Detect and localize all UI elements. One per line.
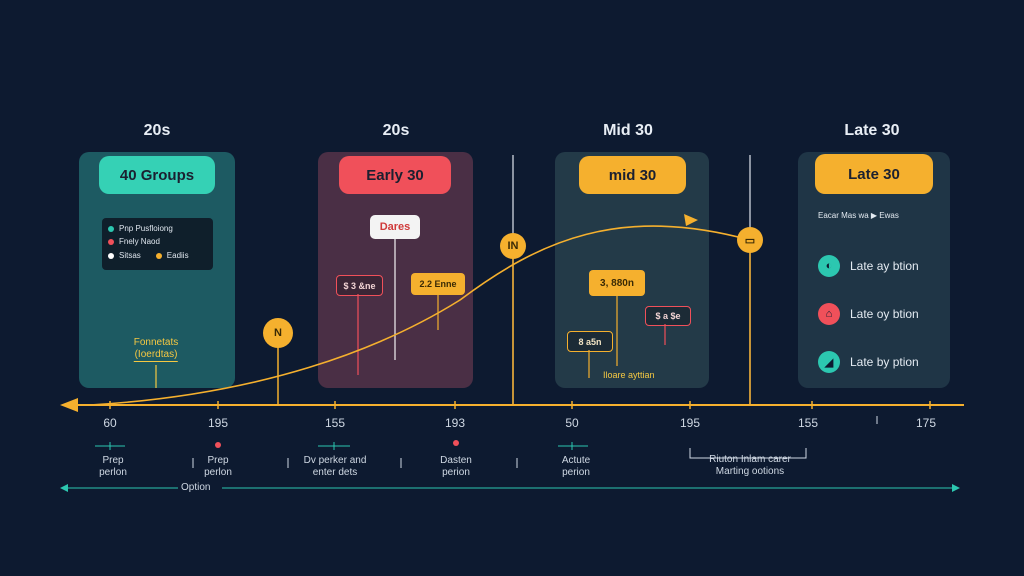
- marker-box[interactable]: ▭: [737, 227, 763, 253]
- column-heading-4: Late 30: [844, 122, 900, 139]
- sub-label-line: Prep: [207, 455, 229, 466]
- pill-late-30[interactable]: Late 30: [815, 154, 933, 194]
- caption-line-2: (Ioerdtas): [133, 349, 179, 362]
- marker-in[interactable]: IN: [500, 233, 526, 259]
- tag-right-panel3[interactable]: $ a $e: [645, 306, 691, 326]
- sub-label-line: Dv perker and: [303, 455, 367, 466]
- tick-label: 193: [444, 416, 466, 430]
- tag-left-panel3[interactable]: 8 a5n: [567, 331, 613, 352]
- sub-label-line: enter dets: [312, 467, 358, 478]
- column-heading-1: 20s: [143, 122, 171, 139]
- pill-mid-30[interactable]: mid 30: [579, 156, 686, 194]
- sub-label-line: Marting ootions: [715, 466, 785, 477]
- late-item-icon: ◢: [818, 351, 840, 373]
- tick-label: 195: [207, 416, 229, 430]
- late-item-label: Late ay btion: [850, 259, 919, 273]
- pill-40-groups[interactable]: 40 Groups: [99, 156, 215, 194]
- legend-label: Sitsas: [119, 251, 141, 260]
- red-dot-2: [453, 440, 459, 446]
- tick-label: 155: [797, 416, 819, 430]
- legend-dot: [108, 225, 114, 232]
- tick-label: 50: [565, 416, 579, 430]
- caption-line-1: Fonnetats: [133, 337, 179, 348]
- tick-label: 195: [679, 416, 701, 430]
- late-item-2[interactable]: ⌂ Late oy btion: [818, 303, 919, 325]
- legend-label: Fnely Naod: [119, 237, 160, 246]
- lower-separators: [192, 416, 878, 468]
- callout-dares[interactable]: Dares: [370, 215, 420, 239]
- late-header-row: Eacar Mas wa ▶ Ewas: [818, 211, 899, 220]
- column-heading-3: Mid 30: [603, 122, 653, 139]
- tag-right-panel2[interactable]: 2.2 Enne: [411, 273, 465, 295]
- sub-label-line: Dasten: [440, 455, 472, 466]
- panel-groups-caption: Fonnetats (Ioerdtas): [133, 337, 179, 362]
- axis-ticks: [109, 401, 931, 409]
- legend-dot: [108, 252, 114, 259]
- pill-early-30[interactable]: Early 30: [339, 156, 451, 194]
- late-item-label: Late by ption: [850, 355, 919, 369]
- tag-left-panel2[interactable]: $ 3 &ne: [336, 275, 383, 296]
- options-bracket: [689, 448, 807, 459]
- sub-label-line: perlon: [204, 467, 232, 478]
- late-item-3[interactable]: ◢ Late by ption: [818, 351, 919, 373]
- sub-label-line: Riuton Inlam carer: [709, 454, 791, 465]
- panel3-caption: Iloare ayttian: [603, 370, 655, 380]
- late-item-label: Late oy btion: [850, 307, 919, 321]
- tick-label: 60: [103, 416, 117, 430]
- tick-label: 175: [915, 416, 937, 430]
- late-item-icon: ◐: [818, 255, 840, 277]
- option-label: Option: [181, 482, 211, 493]
- tick-label: 155: [324, 416, 346, 430]
- curve-arrow-head: [684, 214, 698, 226]
- column-heading-2: 20s: [382, 122, 410, 139]
- option-arrow-left: [60, 484, 68, 492]
- legend-box: Pnp Pusfloiong Fnely Naod Sitsas Eadiis: [102, 218, 213, 270]
- legend-label: Eadiis: [166, 251, 189, 260]
- legend-dot: [155, 252, 162, 259]
- axis-arrow-left: [60, 398, 78, 412]
- option-arrow-right: [952, 484, 960, 492]
- late-item-1[interactable]: ◐ Late ay btion: [818, 255, 919, 277]
- tag-top-panel3[interactable]: 3, 880n: [589, 270, 645, 296]
- sub-label-line: Prep: [102, 455, 124, 466]
- red-dot-1: [215, 442, 221, 448]
- legend-item: Sitsas Eadiis: [108, 251, 189, 260]
- sub-label-line: perion: [562, 467, 590, 478]
- legend-label: Pnp Pusfloiong: [119, 224, 173, 233]
- sub-label-line: perion: [442, 467, 470, 478]
- legend-item: Fnely Naod: [108, 237, 160, 246]
- lower-ticks: [95, 442, 588, 450]
- growth-curve: [89, 225, 751, 406]
- late-item-icon: ⌂: [818, 303, 840, 325]
- sub-label-line: perlon: [99, 467, 127, 478]
- sub-label-line: Actute: [561, 455, 591, 466]
- marker-n[interactable]: N: [263, 318, 293, 348]
- legend-dot: [108, 238, 114, 245]
- legend-item: Pnp Pusfloiong: [108, 224, 173, 233]
